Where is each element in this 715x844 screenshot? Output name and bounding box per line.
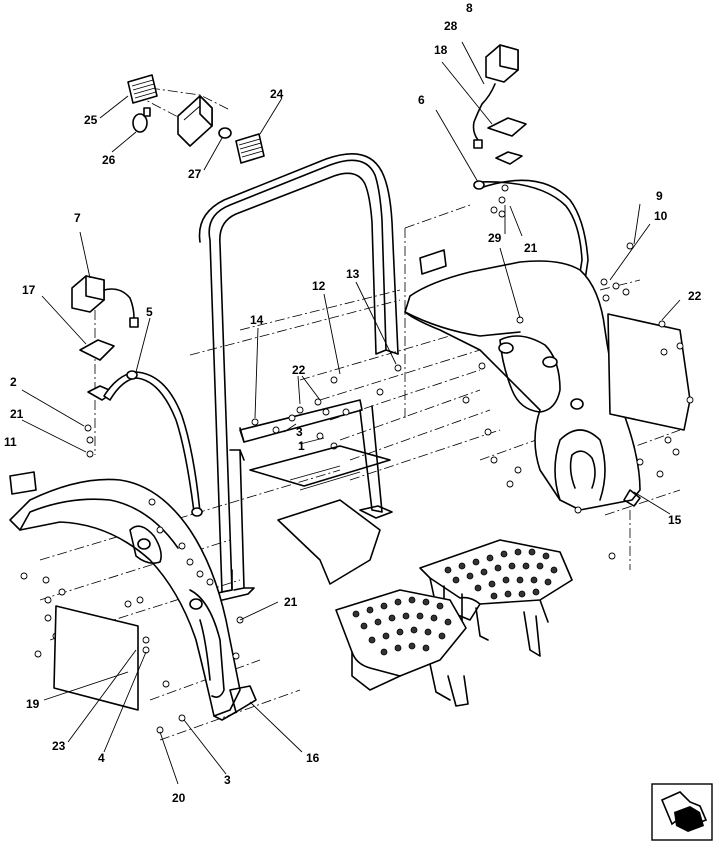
callout-3-top: 3	[296, 425, 303, 439]
work-lamp-right	[472, 44, 519, 149]
callout-26: 26	[102, 153, 116, 167]
bulb-small-part	[218, 127, 232, 139]
left-step	[335, 589, 469, 707]
callout-2: 2	[10, 375, 17, 389]
right-step	[419, 539, 573, 657]
callout-7: 7	[74, 211, 81, 225]
callout-21-low: 21	[284, 595, 298, 609]
callout-17: 17	[22, 283, 36, 297]
callout-3-low: 3	[224, 773, 231, 787]
callout-21-top: 21	[524, 241, 538, 255]
callout-19: 19	[26, 697, 40, 711]
left-fender	[9, 478, 257, 721]
right-side-panel	[607, 313, 691, 431]
work-lamp-left	[71, 275, 139, 328]
callout-27: 27	[188, 167, 202, 181]
callout-9: 9	[656, 189, 663, 203]
right-fender	[404, 260, 641, 514]
callout-13: 13	[346, 267, 360, 281]
callout-15: 15	[668, 513, 682, 527]
callout-21-left: 21	[10, 407, 24, 421]
label-decal-left	[9, 471, 37, 495]
callout-4: 4	[98, 751, 105, 765]
callout-23: 23	[52, 739, 66, 753]
callout-12: 12	[312, 279, 326, 293]
callouts: 8 28 18 6 24 25 26 27 9 10 7 29 21 13 12…	[4, 1, 702, 805]
label-decal-right	[419, 249, 447, 275]
lens-right-part	[235, 133, 265, 164]
callout-16: 16	[306, 751, 320, 765]
callout-24: 24	[270, 87, 284, 101]
callout-11: 11	[4, 435, 17, 449]
callout-5: 5	[146, 305, 153, 319]
rail-left	[103, 370, 203, 517]
right-side-fasteners	[608, 320, 694, 560]
mount-bracket-right	[487, 117, 527, 165]
lens-left-part	[127, 74, 158, 104]
left-fender-fasteners	[20, 498, 244, 734]
callout-18: 18	[434, 43, 448, 57]
callout-25: 25	[84, 113, 98, 127]
left-side-panel	[53, 605, 139, 711]
callout-14: 14	[250, 313, 264, 327]
bulb-part	[132, 107, 151, 133]
callout-28: 28	[444, 19, 458, 33]
rops-frame	[198, 152, 399, 603]
rops-fasteners	[251, 364, 402, 450]
fasteners-left-top	[84, 424, 94, 458]
lamp-housing-part	[177, 95, 213, 147]
callout-10: 10	[654, 209, 668, 223]
right-step-holes	[444, 548, 558, 600]
callout-22-mid: 22	[292, 363, 306, 377]
callout-29: 29	[488, 231, 502, 245]
callout-1: 1	[298, 439, 305, 453]
left-step-holes	[352, 596, 452, 656]
callout-6: 6	[418, 93, 425, 107]
callout-8: 8	[466, 1, 473, 15]
rear-lamp-kit	[127, 74, 265, 164]
callout-22-right: 22	[688, 289, 702, 303]
leader-lines	[21, 41, 681, 785]
plate-under-frame	[249, 445, 391, 585]
arrow-icon	[660, 791, 708, 832]
fasteners-top-right	[490, 184, 634, 302]
callout-20: 20	[172, 791, 186, 805]
nav-arrow-button[interactable]	[651, 783, 713, 841]
